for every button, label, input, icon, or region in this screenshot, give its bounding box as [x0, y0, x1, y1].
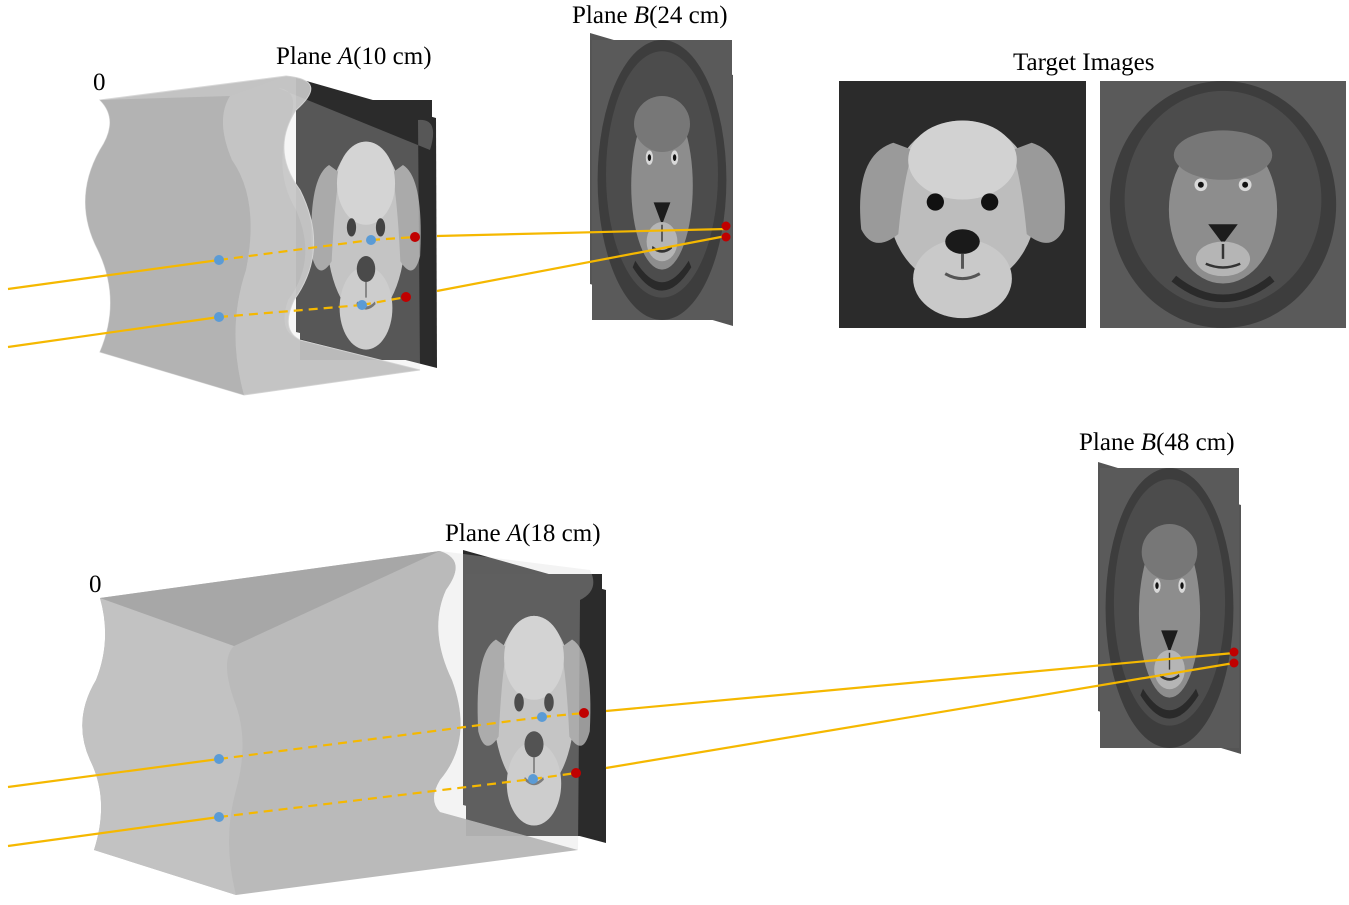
- bottom-setup: 0: [7, 429, 1241, 895]
- top-plane-a-point-1: [366, 235, 376, 245]
- top-points: [214, 221, 731, 322]
- bottom-plane-b-label: Plane B(48 cm): [1079, 429, 1235, 456]
- bottom-entry-point-2: [214, 812, 224, 822]
- bottom-target-point-2: [1229, 658, 1239, 668]
- top-entry-point-2: [214, 312, 224, 322]
- top-plane-b-lion-image: [592, 40, 732, 320]
- top-setup: 0: [7, 2, 733, 396]
- top-origin-label: 0: [93, 69, 106, 96]
- bottom-rays: [7, 651, 1235, 848]
- top-rays: [7, 227, 727, 349]
- bottom-origin-label: 0: [89, 571, 102, 598]
- top-lens-block: [85, 75, 434, 396]
- bottom-points: [214, 647, 1239, 822]
- top-exit-point-2: [401, 292, 411, 302]
- bottom-plane-a-point-1: [537, 712, 547, 722]
- target-dog-image: [839, 81, 1086, 328]
- top-plane-a-point-2: [357, 300, 367, 310]
- top-exit-point-1: [410, 232, 420, 242]
- top-entry-point-1: [214, 255, 224, 265]
- bottom-exit-point-1: [579, 708, 589, 718]
- top-plane-b: [590, 33, 733, 326]
- top-target-point-1: [721, 221, 731, 231]
- bottom-plane-a-label: Plane A(18 cm): [445, 520, 601, 547]
- top-plane-b-label: Plane B(24 cm): [572, 2, 728, 29]
- top-plane-a-label: Plane A(10 cm): [276, 43, 432, 70]
- bottom-exit-point-2: [571, 768, 581, 778]
- bottom-lens-block: [82, 551, 594, 895]
- bottom-entry-point-1: [214, 754, 224, 764]
- top-target-point-2: [721, 232, 731, 242]
- target-lion-image: [1100, 81, 1346, 328]
- bottom-plane-b-lion-image: [1100, 468, 1239, 748]
- target-images-title: Target Images: [1013, 49, 1154, 76]
- bottom-plane-a-point-2: [528, 774, 538, 784]
- target-images: Target Images: [839, 49, 1346, 328]
- bottom-plane-b: [1098, 462, 1241, 754]
- bottom-target-point-1: [1229, 647, 1239, 657]
